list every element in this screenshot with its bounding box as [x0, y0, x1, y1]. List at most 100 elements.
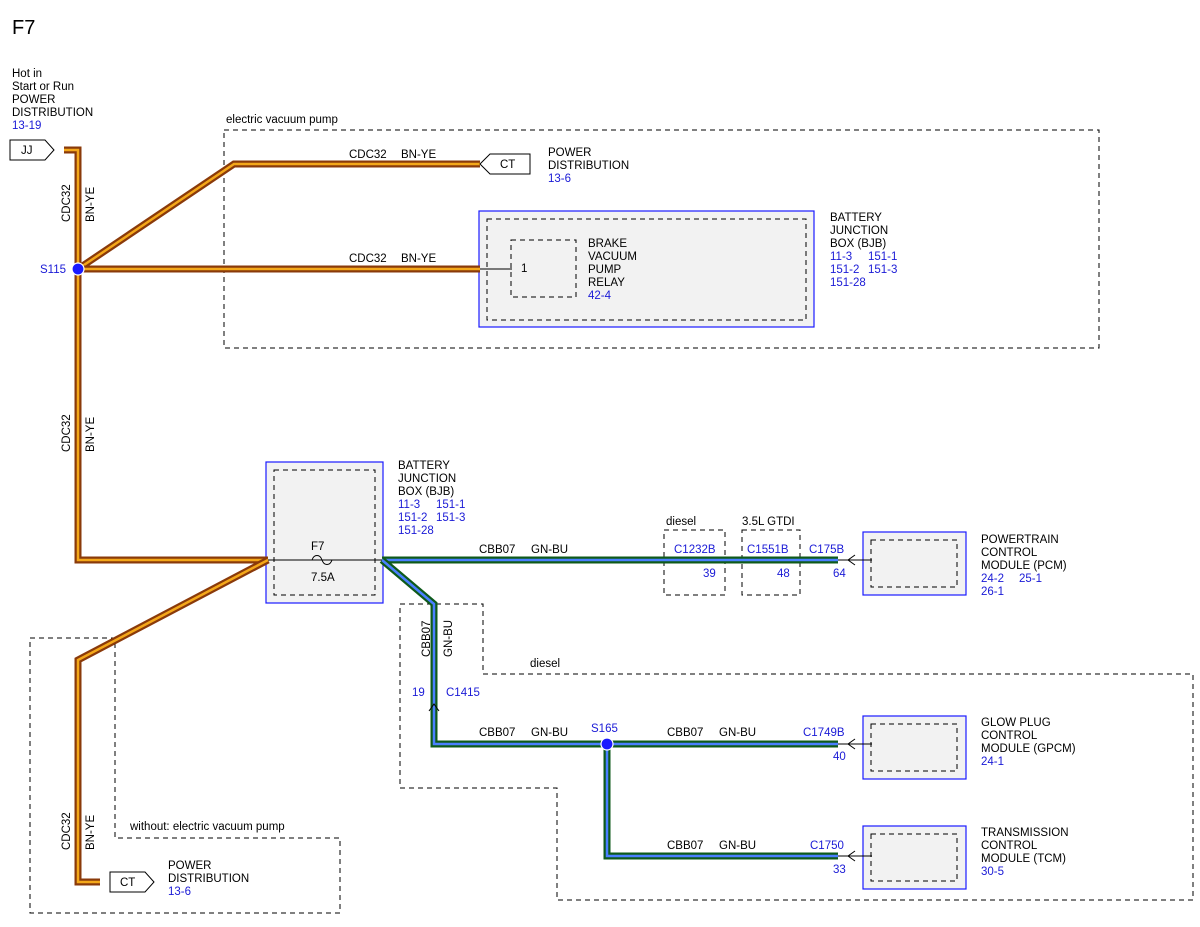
pcm-box	[862, 531, 967, 596]
pcm-inner	[870, 539, 958, 588]
wire-label-color-top: BN-YE	[85, 187, 97, 222]
relay-line-3: PUMP	[588, 264, 622, 276]
bjb-main-ref: 151-28	[398, 525, 434, 537]
wire-label-circuit-relay: CDC32	[349, 253, 387, 265]
evp-bjb-line-2: JUNCTION	[830, 225, 888, 237]
pcm-line-3: MODULE (PCM)	[981, 560, 1067, 572]
gpcm-pin: 40	[833, 751, 846, 763]
wire-label-circuit-tcm: CBB07	[667, 840, 703, 852]
bjb-main-ref: 151-2	[398, 512, 427, 524]
pcm-ref: 26-1	[981, 586, 1004, 598]
gpcm-line-3: MODULE (GPCM)	[981, 743, 1076, 755]
bjb-main-ref: 151-1	[436, 499, 465, 511]
tcm-connector: C1750	[810, 840, 844, 852]
splice-s165-label: S165	[591, 723, 618, 735]
wire-label-color-evp-ct: BN-YE	[401, 149, 436, 161]
relay-ref: 42-4	[588, 290, 612, 302]
source-line-2: Start or Run	[12, 81, 74, 93]
evp-bjb-ref: 151-3	[868, 264, 897, 276]
ct-connector-noevp-label: CT	[120, 877, 135, 889]
gpcm-line-2: CONTROL	[981, 730, 1038, 742]
evp-bjb-inner	[486, 218, 807, 321]
ct-connector-evp-label: CT	[500, 159, 515, 171]
c1415-name: C1415	[446, 687, 480, 699]
relay-line-2: VACUUM	[588, 251, 637, 263]
tcm-inner	[870, 833, 958, 882]
page-title: F7	[12, 17, 35, 39]
no-evp-group-label: without: electric vacuum pump	[129, 821, 285, 833]
gpcm-ref: 24-1	[981, 756, 1004, 768]
bjb-main-line-1: BATTERY	[398, 460, 450, 472]
wire-label-circuit-top: CDC32	[61, 184, 73, 222]
wire-label-color-tcm: GN-BU	[719, 840, 756, 852]
bjb-main-ref: 11-3	[398, 499, 420, 511]
tcm-line-2: CONTROL	[981, 840, 1038, 852]
source-ref: 13-19	[12, 120, 41, 132]
fuse-rating: 7.5A	[311, 572, 335, 584]
splice-s115-label: S115	[40, 264, 66, 276]
c1232b-pin: 39	[703, 568, 716, 580]
evp-bjb-box	[478, 210, 815, 328]
diesel-group-label: diesel	[530, 658, 560, 670]
jj-connector-icon	[9, 139, 55, 161]
bjb-main-box	[265, 461, 384, 604]
pcm-line-2: CONTROL	[981, 547, 1038, 559]
bjb-main-line-3: BOX (BJB)	[398, 486, 454, 498]
evp-group-label: electric vacuum pump	[226, 114, 338, 126]
wire-label-color-relay: BN-YE	[401, 253, 436, 265]
source-line-4: DISTRIBUTION	[12, 107, 93, 119]
noevp-pd-line-2: DISTRIBUTION	[168, 873, 249, 885]
wire-label-color-bottom: BN-YE	[85, 815, 97, 850]
source-line-1: Hot in	[12, 68, 42, 80]
relay-line-1: BRAKE	[588, 238, 627, 250]
tcm-line-1: TRANSMISSION	[981, 827, 1069, 839]
c1415-pin-arrow-icon	[428, 703, 440, 712]
wire-label-circuit-s165-left: CBB07	[479, 727, 515, 739]
gpcm-inner	[870, 723, 958, 772]
source-line-3: POWER	[12, 94, 55, 106]
evp-bjb-line-3: BOX (BJB)	[830, 238, 886, 250]
gpcm-connector: C1749B	[803, 727, 845, 739]
pcm-ref: 25-1	[1019, 573, 1042, 585]
evp-pd-line-1: POWER	[548, 147, 591, 159]
splice-s115-icon	[71, 262, 85, 276]
gpcm-line-1: GLOW PLUG	[981, 717, 1051, 729]
wire-label-circuit-evp-ct: CDC32	[349, 149, 387, 161]
evp-bjb-ref: 11-3	[830, 251, 852, 263]
c1551b-name: C1551B	[747, 544, 789, 556]
pcm-pin-arrow-icon	[847, 554, 856, 566]
c1551b-pin: 48	[777, 568, 790, 580]
diesel-group-outline	[399, 603, 1194, 901]
tcm-ref: 30-5	[981, 866, 1004, 878]
evp-bjb-ref: 151-1	[868, 251, 897, 263]
wire-cdc32	[64, 146, 480, 886]
bjb-main-line-2: JUNCTION	[398, 473, 456, 485]
c1232b-name: C1232B	[674, 544, 716, 556]
tcm-line-3: MODULE (TCM)	[981, 853, 1066, 865]
noevp-pd-line-1: POWER	[168, 860, 211, 872]
evp-pd-ref: 13-6	[548, 173, 571, 185]
c1415-pin: 19	[412, 687, 425, 699]
bjb-main-ref: 151-3	[436, 512, 465, 524]
evp-group-outline	[223, 129, 1100, 349]
gpcm-pin-arrow-icon	[847, 738, 856, 750]
noevp-pd-ref: 13-6	[168, 886, 191, 898]
wire-label-color-s165-left: GN-BU	[531, 727, 568, 739]
pcm-ref: 24-2	[981, 573, 1004, 585]
evp-pd-line-2: DISTRIBUTION	[548, 160, 629, 172]
splice-s165-icon	[600, 737, 614, 751]
wire-label-circuit-mid: CDC32	[61, 414, 73, 452]
tcm-pin: 33	[833, 864, 846, 876]
relay-line-4: RELAY	[588, 277, 625, 289]
wire-label-color-pcm: GN-BU	[531, 544, 568, 556]
fuse-name: F7	[311, 541, 324, 553]
pcm-line-1: POWERTRAIN	[981, 534, 1059, 546]
c1551b-tag: 3.5L GTDI	[742, 516, 795, 528]
wire-cbb07	[379, 556, 838, 860]
evp-bjb-ref: 151-28	[830, 277, 866, 289]
tcm-pin-arrow-icon	[847, 850, 856, 862]
relay-pin: 1	[521, 263, 527, 275]
jj-connector-label: JJ	[21, 145, 33, 157]
wire-label-circuit-bottom: CDC32	[61, 812, 73, 850]
evp-bjb-line-1: BATTERY	[830, 212, 882, 224]
